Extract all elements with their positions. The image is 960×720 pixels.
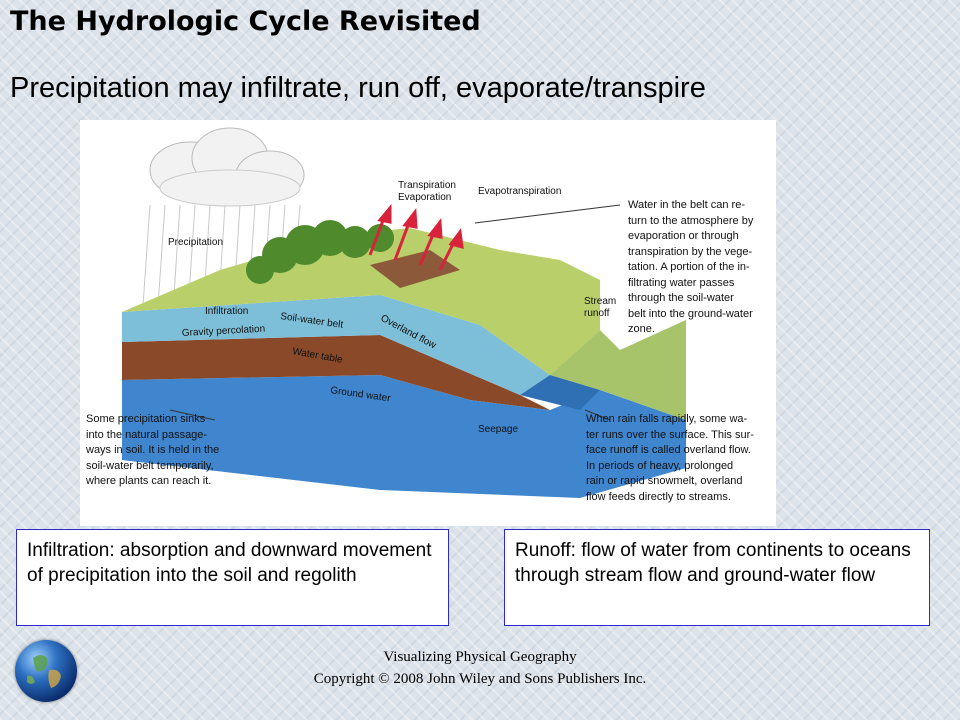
- ground-water-layer: [122, 375, 686, 498]
- evapotranspiration-arrows: [368, 203, 464, 271]
- note-belt: Water in the belt can re- turn to the at…: [628, 199, 754, 335]
- plowed-field: [370, 250, 460, 288]
- diagram-illustration: Precipitation Transpiration Evaporation …: [122, 127, 686, 498]
- leader-lines: [169, 204, 621, 421]
- note-rain: When rain falls rapidly, some wa- ter ru…: [586, 413, 754, 503]
- label-stream-runoff-1: Stream: [584, 296, 616, 307]
- footer-line-1: Visualizing Physical Geography: [383, 649, 577, 665]
- soil-water-belt-layer: [122, 295, 550, 395]
- label-transpiration: Transpiration: [398, 180, 456, 191]
- label-seepage: Seepage: [478, 424, 518, 435]
- label-gravity-percolation: Gravity percolation: [182, 324, 266, 339]
- tree-cluster: [246, 220, 394, 284]
- land-surface: [122, 228, 600, 375]
- globe-continents: [27, 655, 61, 688]
- slide-title: The Hydrologic Cycle Revisited: [10, 6, 481, 37]
- label-evaporation: Evaporation: [398, 192, 451, 203]
- infiltration-definition-box: Infiltration: absorption and downward mo…: [16, 529, 449, 626]
- runoff-definition-box: Runoff: flow of water from continents to…: [504, 529, 930, 626]
- hydrologic-cycle-diagram: Precipitation Transpiration Evaporation …: [80, 120, 776, 526]
- footer-line-2: Copyright © 2008 John Wiley and Sons Pub…: [313, 671, 647, 687]
- slide-subtitle: Precipitation may infiltrate, run off, e…: [10, 72, 706, 104]
- label-precipitation: Precipitation: [168, 237, 223, 248]
- globe-icon: [15, 640, 77, 702]
- stream-bank: [550, 320, 686, 420]
- water-table-layer: [122, 335, 550, 410]
- label-evapotranspiration: Evapotranspiration: [478, 186, 561, 197]
- note-sinks: Some precipitation sinks into the natura…: [86, 413, 220, 487]
- stream-water: [520, 375, 600, 410]
- label-stream-runoff-2: runoff: [584, 308, 610, 319]
- cloud-icon: [149, 127, 305, 207]
- label-infiltration: Infiltration: [205, 306, 248, 317]
